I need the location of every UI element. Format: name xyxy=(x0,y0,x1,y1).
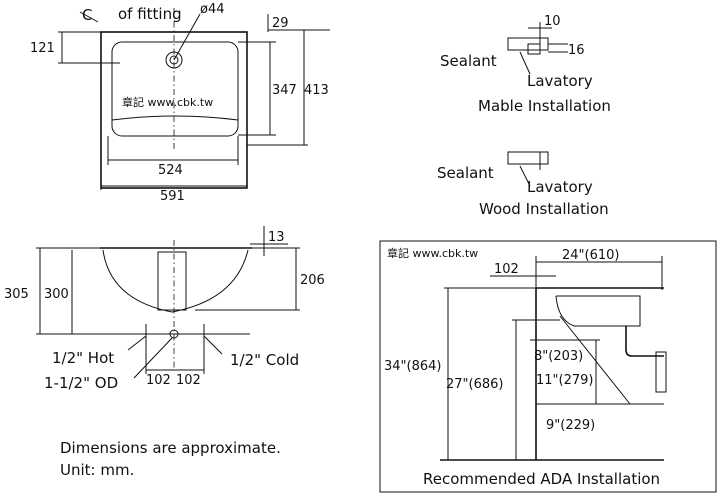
mable-lavatory: Lavatory xyxy=(527,72,593,90)
dim-13: 13 xyxy=(268,230,285,245)
side-drain xyxy=(157,251,187,311)
ada-frame xyxy=(379,240,717,493)
diameter-44: ø44 xyxy=(200,2,225,17)
dim-413: 413 xyxy=(304,83,329,98)
ada-trap xyxy=(625,326,664,357)
ada-installation: 章記 www.cbk.tw 24"(610) 102 34"(864) 27"(… xyxy=(379,240,717,493)
wood-installation: Sealant Lavatory Wood Installation xyxy=(437,151,609,218)
dim-24in: 24"(610) xyxy=(562,248,619,263)
dia-leader xyxy=(173,13,201,61)
dim-29: 29 xyxy=(272,16,289,31)
dim-10: 10 xyxy=(544,14,561,29)
dim-305: 305 xyxy=(4,287,29,302)
centerline-label: of fitting xyxy=(118,5,182,23)
sink-inner-bowl xyxy=(111,41,239,137)
cl-symbol: C xyxy=(82,6,92,24)
dim-347: 347 xyxy=(272,83,297,98)
dim-121: 121 xyxy=(30,41,55,56)
bowl-curve xyxy=(111,115,239,121)
note-line-2: Unit: mm. xyxy=(60,461,134,479)
plan-view: C of fitting ø44 29 121 347 413 章記 www.c… xyxy=(30,2,330,204)
dim-11in: 11"(279) xyxy=(536,373,593,388)
cold-label: 1/2" Cold xyxy=(230,351,299,369)
watermark-ada: 章記 www.cbk.tw xyxy=(387,246,478,260)
dim-16: 16 xyxy=(568,43,585,58)
dim-34in: 34"(864) xyxy=(384,359,441,374)
wood-sealant: Sealant xyxy=(437,164,494,182)
od-label: 1-1/2" OD xyxy=(44,374,118,392)
dim-524: 524 xyxy=(158,163,183,178)
ada-bowl xyxy=(555,295,641,327)
dim-102-b: 102 xyxy=(176,373,201,388)
note-line-1: Dimensions are approximate. xyxy=(60,439,281,457)
dim-9in: 9"(229) xyxy=(546,418,595,433)
mable-sealant: Sealant xyxy=(440,52,497,70)
side-view: 13 305 300 206 1/2" Hot 1/2" Cold 1-1/2"… xyxy=(4,226,325,392)
wood-caption: Wood Installation xyxy=(479,200,609,218)
dim-102-a: 102 xyxy=(146,373,171,388)
ada-caption: Recommended ADA Installation xyxy=(423,470,660,488)
watermark-top: 章記 www.cbk.tw xyxy=(122,95,213,109)
cl-slash xyxy=(79,11,99,23)
mable-installation: 10 16 Sealant Lavatory Mable Installatio… xyxy=(440,14,611,115)
mable-caption: Mable Installation xyxy=(478,97,611,115)
dim-206: 206 xyxy=(300,273,325,288)
wood-lavatory: Lavatory xyxy=(527,178,593,196)
dim-300: 300 xyxy=(44,287,69,302)
dim-8in: 8"(203) xyxy=(534,349,583,364)
dim-27in: 27"(686) xyxy=(446,377,503,392)
dim-591: 591 xyxy=(160,189,185,204)
dim-102-ada: 102 xyxy=(494,262,519,277)
side-bowl xyxy=(102,249,249,313)
hot-label: 1/2" Hot xyxy=(52,349,114,367)
